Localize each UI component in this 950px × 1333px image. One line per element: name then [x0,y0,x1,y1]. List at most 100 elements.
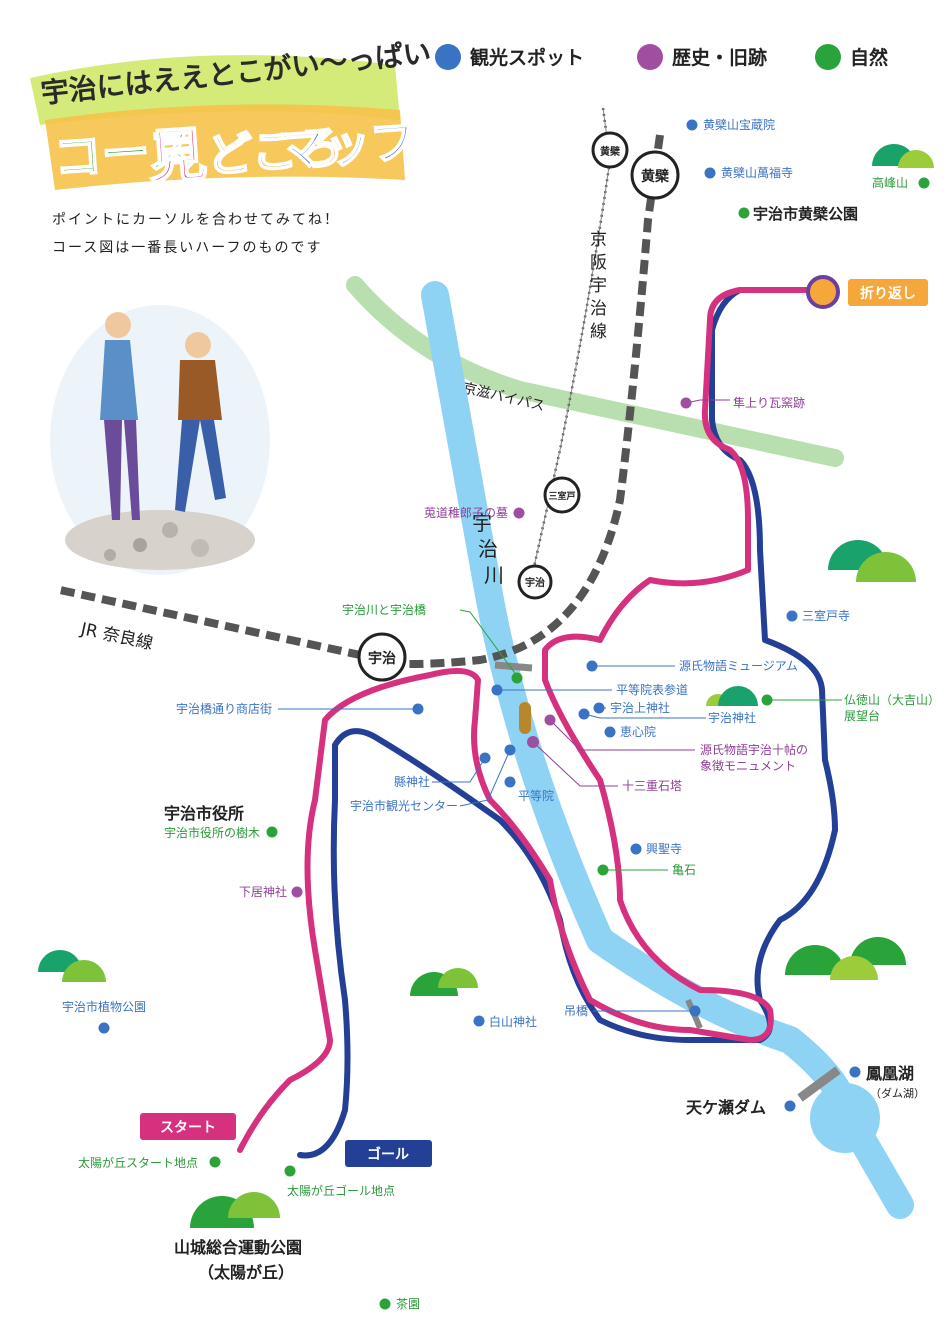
label-ujigami: 宇治上神社 [610,700,670,715]
marker-city-hall-tree[interactable] [266,826,278,838]
label-obaku-park: 宇治市黄檗公園 [753,205,858,223]
marker-mimurotoji[interactable] [786,610,798,622]
label-genji-museum: 源氏物語ミュージアム [679,658,798,673]
marker-shimoi[interactable] [291,886,303,898]
station-uji-keihan-label: 宇治 [525,576,545,589]
marker-hoo-lake[interactable] [849,1066,861,1078]
label-takamine: 高峰山 [872,175,908,190]
legend-nature: 自然 [850,46,888,69]
title-block: 宇治にはええとこがい〜っぱい コース 見 どころ マップ [30,36,433,193]
marker-botanical[interactable] [98,1022,110,1034]
turnaround-label: 折り返し [860,285,916,302]
legend-dot-history [637,44,663,70]
marker-ujigawa-ujibashi[interactable] [511,672,523,684]
marker-byodoin[interactable] [504,776,516,788]
start-tag [140,1113,236,1140]
label-mimurotoji: 三室戸寺 [802,608,850,623]
marker-kanko-center[interactable] [504,744,516,756]
marker-butokusan[interactable] [761,694,773,706]
label-yamashiro-2: （太陽が丘） [198,1263,294,1282]
marker-kameishi[interactable] [597,864,609,876]
uji-river [421,281,914,1219]
label-city-hall: 宇治市役所 [164,804,244,823]
goal-tag [345,1140,432,1167]
marker-obaku-manpukuji[interactable] [704,167,716,179]
marker-ujibashi-street[interactable] [412,703,424,715]
label-amagase: 天ケ瀬ダム [686,1098,766,1117]
station-uji-jr[interactable] [357,632,407,682]
marker-genji-monument[interactable] [544,714,556,726]
label-kanko-center: 宇治市観光センター [350,798,458,813]
label-jusanju: 十三重石塔 [622,779,682,793]
keihan-label: 京 [590,230,607,250]
label-city-hall-tree: 宇治市役所の樹木 [164,825,260,840]
keihan-label-5: 線 [590,322,607,342]
marker-chaen[interactable] [379,1298,391,1310]
marker-start-point[interactable] [209,1156,221,1168]
marker-hayaagari[interactable] [680,397,692,409]
label-eshinin: 恵心院 [620,725,656,739]
river-label-1: 宇 [472,511,492,535]
label-chaen: 茶園 [396,1296,420,1311]
label-kameishi: 亀石 [672,863,696,877]
label-genji-monument-1: 源氏物語宇治十帖の [700,742,808,757]
station-obaku-keihan[interactable] [591,131,629,169]
marker-uji-noiratsuko[interactable] [513,507,525,519]
jr-nara-line [59,134,664,668]
label-genji-monument-2: 象徴モニュメント [700,759,796,773]
marker-genji-museum[interactable] [586,660,598,672]
marker-agata[interactable] [479,752,491,764]
legend-history: 歴史・旧跡 [672,46,767,69]
label-hakusan: 白山神社 [489,1014,537,1029]
label-tsuribashi: 吊橋 [564,1004,588,1018]
station-mimuroto[interactable] [543,476,581,514]
marker-takamine[interactable] [918,177,930,189]
marker-hakusan[interactable] [473,1015,485,1027]
marker-ujigami[interactable] [593,702,605,714]
label-dam-lake: （ダム湖） [870,1086,925,1100]
marker-jusanju[interactable] [527,736,539,748]
river-label-3: 川 [484,563,504,587]
marker-byodoin-omote[interactable] [491,684,503,696]
station-obaku-jr-label: 黄檗 [641,168,670,185]
keihan-label-3: 宇 [590,276,607,296]
instruction-line1: ポイントにカーソルを合わせてみてね！ [52,212,340,228]
station-uji-keihan[interactable] [517,564,553,600]
label-goal-point: 太陽が丘ゴール地点 [287,1183,395,1198]
river-label-2: 治 [478,537,498,561]
label-yamashiro-1: 山城総合運動公園 [174,1238,302,1257]
legend-sightseeing: 観光スポット [470,46,584,69]
title-dokoro: どころ [205,120,345,183]
walking-illustration [50,305,270,575]
title-mi: 見 [146,120,209,192]
station-obaku-jr[interactable] [630,150,680,200]
marker-obaku-hozoin[interactable] [686,119,698,131]
label-koshoji: 興聖寺 [646,842,682,856]
marker-koshoji[interactable] [630,843,642,855]
label-hayaagari: 隼上り瓦窯跡 [733,395,805,410]
start-label: スタート [160,1120,216,1136]
label-ujigawa-ujibashi: 宇治川と宇治橋 [342,603,426,617]
keihan-uji-line-core [529,107,611,586]
marker-amagase[interactable] [784,1100,796,1112]
marker-eshinin[interactable] [604,726,616,738]
marker-goal-point[interactable] [284,1165,296,1177]
legend-dot-sightseeing [435,44,461,70]
legend: 観光スポット 歴史・旧跡 自然 [435,44,888,70]
label-butokusan-2: 展望台 [844,708,880,723]
marker-tsuribashi[interactable] [689,1005,701,1017]
station-obaku-keihan-label: 黄檗 [600,145,621,158]
title-backdrop-2 [45,104,405,190]
label-shimoi: 下居神社 [239,884,287,899]
goal-course [297,287,838,1159]
turnaround-marker[interactable] [806,275,840,309]
marker-obaku-park[interactable] [738,207,750,219]
title-map: マップ [277,113,418,176]
station-mimuroto-label: 三室戸 [548,490,575,502]
marker-uji-jinja[interactable] [578,708,590,720]
label-uji-noiratsuko: 莵道稚郎子の墓 [424,506,508,520]
amagase-dam-wall [797,1066,841,1102]
label-hoo-lake: 鳳凰湖 [866,1064,914,1083]
keihan-label-4: 治 [590,299,607,319]
